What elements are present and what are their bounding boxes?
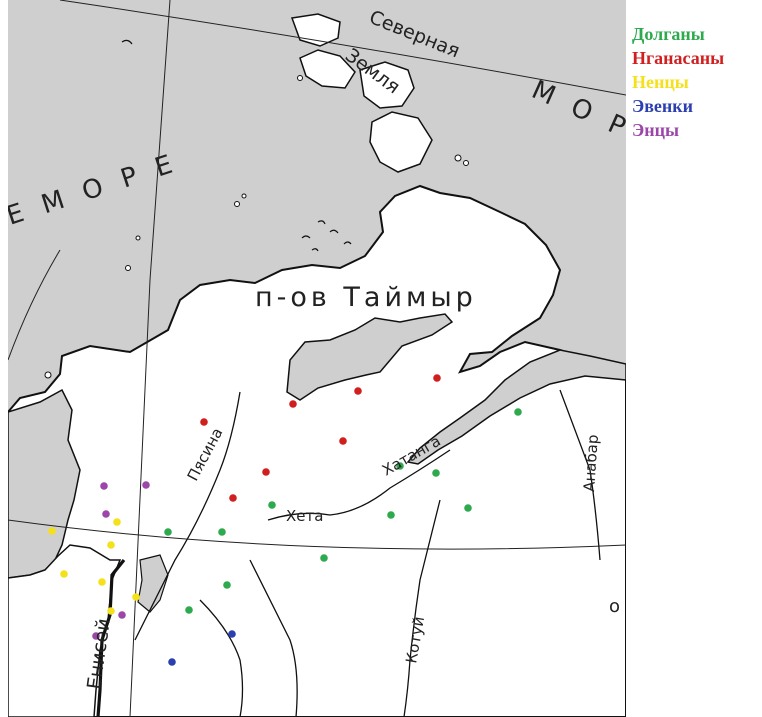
settlement-dot: [185, 606, 193, 614]
settlement-dot: [60, 570, 68, 578]
settlement-dot: [262, 468, 270, 476]
settlement-dot: [432, 469, 440, 477]
island-severnaya-3: [359, 61, 415, 109]
settlement-layer: [48, 374, 522, 666]
settlement-dot: [268, 501, 276, 509]
settlement-dot: [98, 578, 106, 586]
settlement-dot: [464, 504, 472, 512]
settlement-dot: [229, 494, 237, 502]
settlement-dot: [164, 528, 172, 536]
islet-cluster: [121, 39, 352, 252]
legend-item-nganasany: Нганасаны: [632, 48, 725, 68]
settlement-dot: [168, 658, 176, 666]
islet: [125, 265, 131, 271]
settlement-dot: [48, 527, 56, 535]
rivers: [134, 389, 601, 717]
island-severnaya-2: [299, 49, 356, 89]
settlement-dot: [102, 510, 110, 518]
settlement-dot: [354, 387, 362, 395]
island-severnaya-4: [369, 111, 433, 173]
legend-item-evenki: Эвенки: [632, 96, 694, 116]
legend-item-dolgany: Долганы: [632, 24, 705, 44]
settlement-dot: [228, 630, 236, 638]
settlement-dot: [100, 482, 108, 490]
islet: [44, 371, 52, 379]
settlement-dot: [142, 481, 150, 489]
left-shore: [8, 544, 122, 717]
lake-taimyr: [286, 313, 454, 401]
yenisei-channel: [137, 554, 169, 613]
legend: Долганы Нганасаны Ненцы Эвенки Энцы: [632, 22, 724, 142]
settlement-dot: [223, 581, 231, 589]
legend-item-nentsy: Ненцы: [632, 72, 689, 92]
label-anabar: Анабар: [580, 434, 602, 492]
settlement-dot: [118, 611, 126, 619]
islet: [297, 75, 303, 81]
map-canvas: Северная Земля Е М О Р Е М О Р Е п-ов Та…: [8, 0, 626, 717]
label-kheta: Хета: [286, 507, 323, 525]
settlement-dot: [218, 528, 226, 536]
settlement-dot: [387, 511, 395, 519]
legend-item-entsy: Энцы: [632, 120, 680, 140]
settlement-dot: [132, 593, 140, 601]
islet: [234, 201, 240, 207]
settlement-dot: [107, 607, 115, 615]
settlement-dot: [113, 518, 121, 526]
label-peninsula: п-ов Таймыр: [255, 282, 477, 313]
map: Северная Земля Е М О Р Е М О Р Е п-ов Та…: [8, 0, 626, 717]
settlement-dot: [339, 437, 347, 445]
settlement-dot: [320, 554, 328, 562]
settlement-dot: [433, 374, 441, 382]
settlement-dot: [107, 541, 115, 549]
settlement-dot: [514, 408, 522, 416]
settlement-dot: [289, 400, 297, 408]
islet: [454, 154, 462, 162]
khatanga-bay: [406, 349, 626, 465]
islet: [463, 160, 469, 166]
graticule: [8, 0, 626, 717]
settlement-dot: [396, 462, 404, 470]
label-corner: о: [609, 596, 620, 617]
yenisei-river: [96, 559, 126, 717]
islet: [241, 193, 247, 199]
settlement-dot: [200, 418, 208, 426]
islet: [135, 235, 141, 241]
settlement-dot: [92, 632, 100, 640]
